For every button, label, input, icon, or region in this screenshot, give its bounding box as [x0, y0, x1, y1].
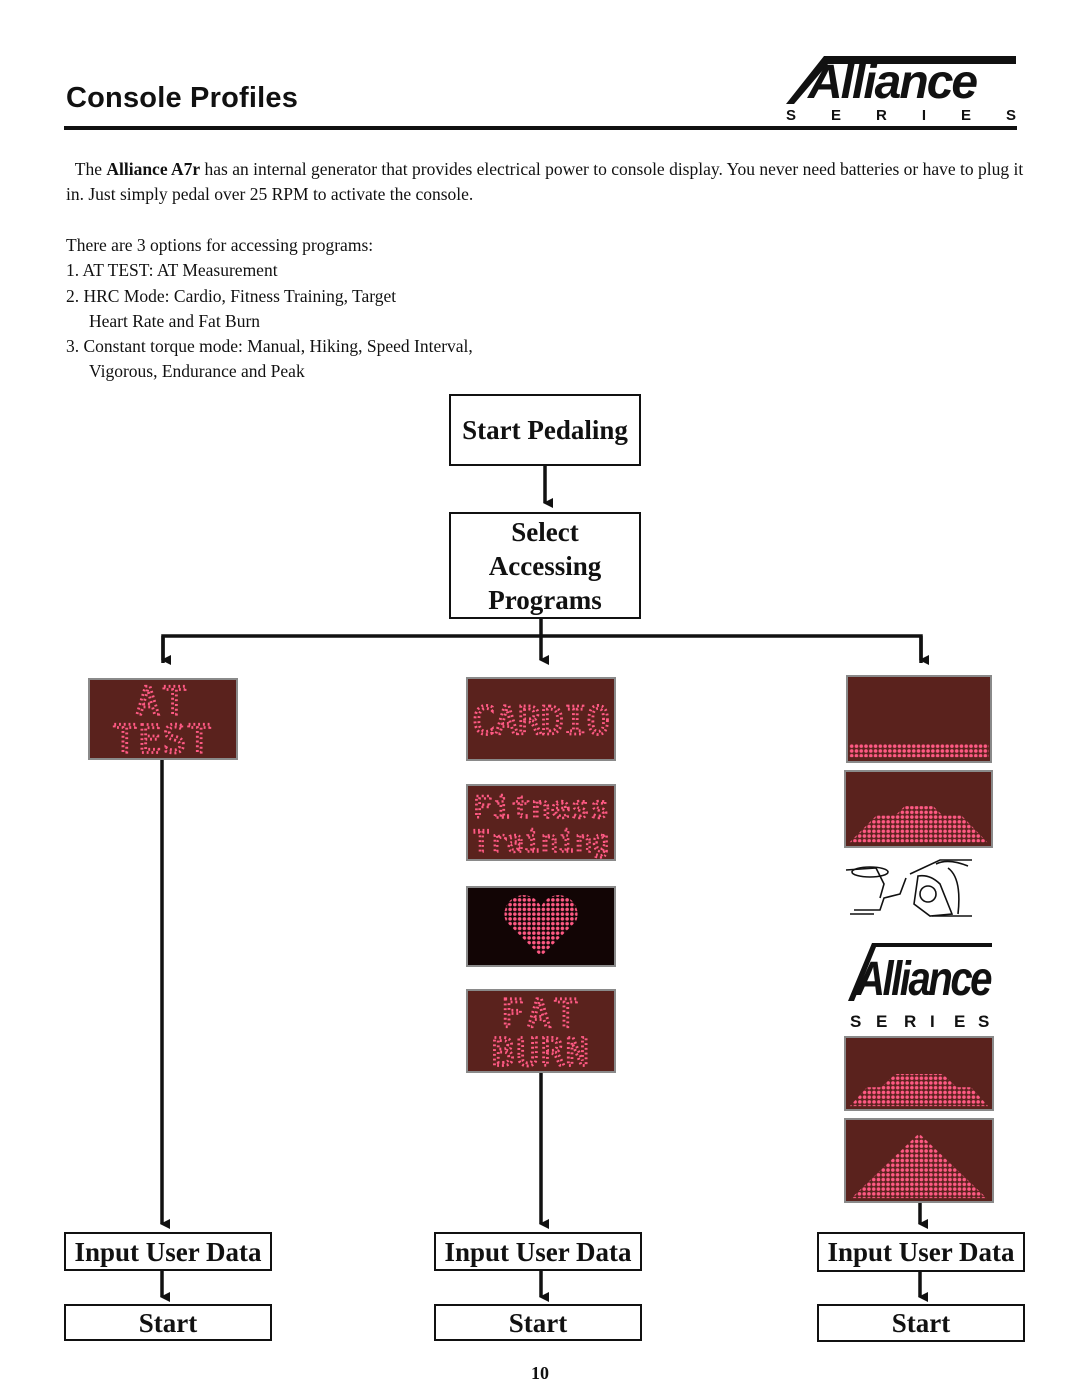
product-name: Alliance A7r [106, 159, 201, 179]
speed-interval-profile-display [844, 1036, 994, 1111]
peak-profile-display [844, 1118, 994, 1203]
fat-burn-line-2: BURN [491, 1030, 590, 1071]
heart-icon [504, 895, 578, 957]
option-2-cont: Heart Rate and Fat Burn [89, 310, 261, 331]
options-list: There are 3 options for accessing progra… [66, 233, 666, 385]
svg-text:R: R [904, 1012, 916, 1029]
intro-paragraph: The Alliance A7r has an internal generat… [66, 159, 1024, 204]
fitness-line-1: Fitness [473, 790, 610, 824]
svg-text:S: S [850, 1012, 861, 1029]
start-box-1: Start [64, 1304, 272, 1341]
svg-text:S: S [978, 1012, 989, 1029]
input-user-data-box-1: Input User Data [64, 1232, 272, 1271]
at-test-line-2: TEST [113, 717, 212, 758]
option-1: 1. AT TEST: AT Measurement [66, 260, 278, 281]
select-programs-box: Select Accessing Programs [449, 512, 641, 619]
cardio-text: CARDIO [472, 699, 609, 743]
alliance-side-logo-text: Alliance [855, 953, 992, 1006]
fitness-line-2: Training [473, 824, 610, 858]
svg-text:E: E [876, 1012, 887, 1029]
at-test-display: AT TEST [88, 678, 238, 760]
options-lead: There are 3 options for accessing progra… [66, 235, 374, 255]
option-3: 3. Constant torque mode: Manual, Hiking,… [66, 336, 473, 357]
at-test-line-1: AT [136, 680, 189, 723]
fitness-training-display: Fitness Training [466, 784, 616, 861]
fat-burn-display: FAT BURN [466, 989, 616, 1073]
input-user-data-box-2: Input User Data [434, 1232, 642, 1271]
manual-profile-display [846, 675, 992, 763]
page-number: 10 [531, 1363, 549, 1383]
target-heart-rate-display [466, 886, 616, 967]
start-pedaling-box: Start Pedaling [449, 394, 641, 466]
bike-illustration [845, 859, 972, 917]
option-3-cont: Vigorous, Endurance and Peak [89, 361, 305, 382]
input-user-data-box-3: Input User Data [817, 1232, 1025, 1272]
alliance-side-logo: Alliance S E R I E S [848, 943, 994, 1029]
svg-text:E: E [954, 1012, 965, 1029]
svg-text:I: I [930, 1012, 935, 1029]
alliance-logo-text: Alliance [807, 56, 977, 108]
title-rule [64, 126, 1017, 130]
option-2: 2. HRC Mode: Cardio, Fitness Training, T… [66, 285, 397, 306]
hiking-profile-display [844, 770, 993, 848]
alliance-logo: Alliance [786, 56, 1016, 108]
cardio-display: CARDIO [466, 677, 616, 761]
page-title: Console Profiles [66, 82, 299, 114]
start-box-2: Start [434, 1304, 642, 1341]
fat-burn-line-1: FAT [501, 992, 581, 1036]
start-box-3: Start [817, 1304, 1025, 1342]
